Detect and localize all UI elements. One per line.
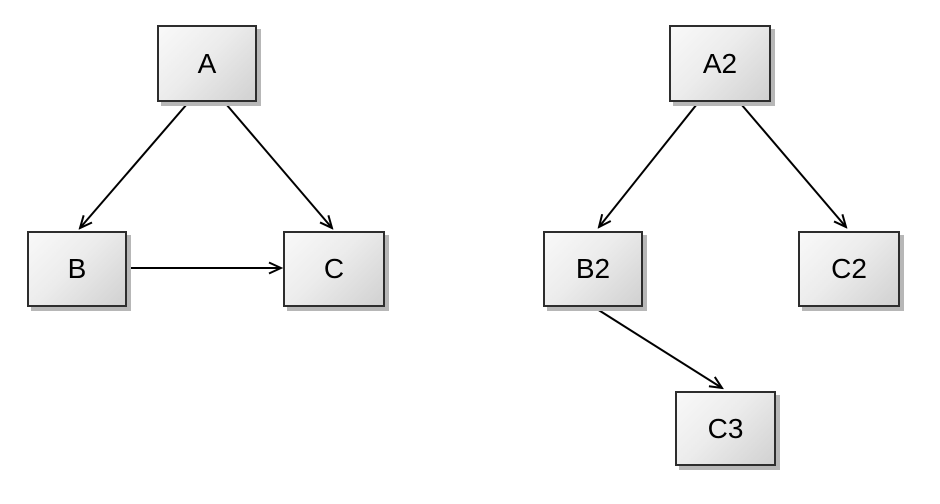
node-B: B bbox=[27, 231, 127, 307]
node-A-label: A bbox=[197, 47, 217, 79]
node-A: A bbox=[157, 25, 257, 102]
node-A2: A2 bbox=[669, 25, 771, 102]
node-C3-label: C3 bbox=[707, 412, 744, 444]
node-C2: C2 bbox=[798, 231, 900, 307]
node-C2-label: C2 bbox=[831, 253, 867, 284]
node-A2-label: A2 bbox=[702, 47, 738, 79]
edge-A-C bbox=[225, 103, 332, 228]
edge-A-B bbox=[80, 103, 188, 228]
node-B-label: B bbox=[67, 253, 87, 284]
node-C: C bbox=[283, 231, 385, 307]
edge-A2-B2 bbox=[599, 103, 698, 227]
node-B2-label: B2 bbox=[575, 253, 611, 284]
edge-A2-C2 bbox=[740, 103, 846, 227]
node-B2: B2 bbox=[543, 231, 643, 307]
node-C3: C3 bbox=[675, 391, 776, 466]
node-C-label: C bbox=[323, 253, 345, 284]
edge-B2-C3 bbox=[596, 308, 722, 388]
